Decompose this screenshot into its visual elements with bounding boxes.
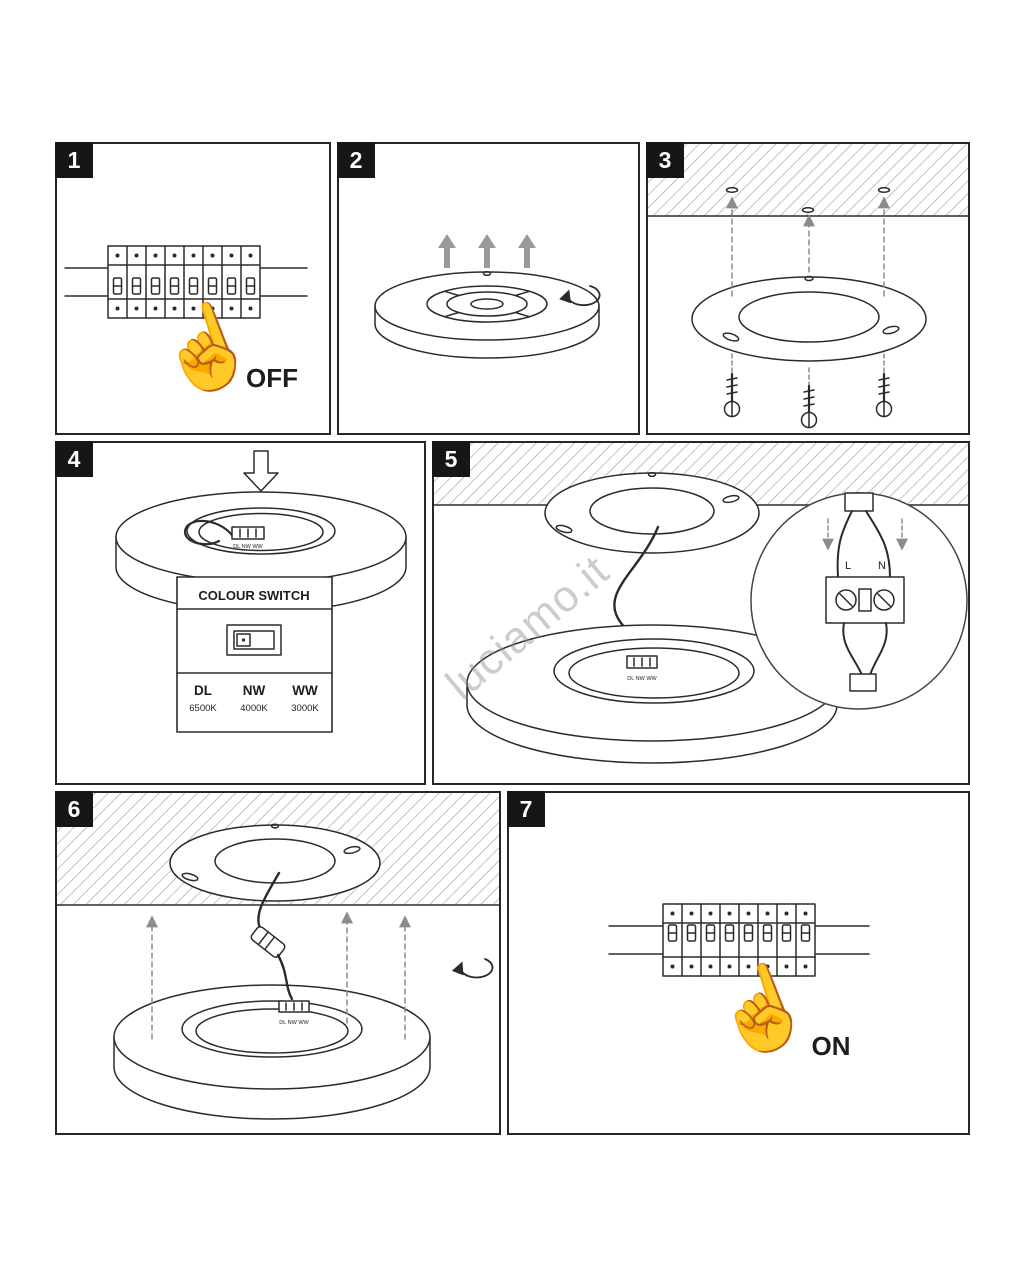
mounting-plate <box>544 471 760 554</box>
breaker-screws <box>115 253 253 311</box>
mounting-plate <box>691 275 927 362</box>
off-label: OFF <box>246 363 298 393</box>
step-1-panel: 1 <box>55 142 331 435</box>
step-number-badge: 1 <box>55 142 93 178</box>
power-cable <box>276 953 294 1001</box>
step-number-badge: 4 <box>55 441 93 477</box>
mode-dl: DL <box>194 683 212 698</box>
step-number-badge: 5 <box>432 441 470 477</box>
inline-connector <box>250 926 286 958</box>
lift-arrows <box>146 911 411 1040</box>
screw <box>723 353 741 418</box>
step-number-badge: 2 <box>337 142 375 178</box>
step-2-panel: 2 <box>337 142 640 435</box>
alignment-arrows <box>726 196 890 297</box>
terminal-block <box>825 576 905 624</box>
breaker-screws <box>670 911 808 969</box>
mode-nw: NW <box>243 683 266 698</box>
colour-switch-connector: DL NW WW <box>278 1000 310 1026</box>
screw <box>800 367 818 429</box>
circuit-breaker <box>608 903 870 977</box>
connector-label: DL NW WW <box>233 544 263 550</box>
breaker-levers-down <box>112 277 256 295</box>
step-3-panel: 3 <box>646 142 970 435</box>
ceiling-hatch <box>648 144 968 216</box>
colour-switch-box: COLOUR SWITCH DL NW WW 6500K 4000K 3000K <box>176 576 333 733</box>
wiring-detail-magnifier: L N <box>750 492 968 710</box>
connector-label: DL NW WW <box>627 676 657 682</box>
cable-clamp-bottom <box>849 673 877 692</box>
step-6-panel: 6 <box>55 791 501 1135</box>
temp-dl: 6500K <box>189 703 217 714</box>
insert-arrows <box>822 518 908 551</box>
down-arrow <box>243 450 279 492</box>
colour-switch-connector: DL NW WW <box>231 526 265 550</box>
colour-switch-title: COLOUR SWITCH <box>198 588 309 603</box>
power-cable <box>257 871 281 930</box>
light-fixture <box>374 270 600 359</box>
colour-switch-connector: DL NW WW <box>626 655 658 682</box>
step-5-panel: 5 <box>432 441 970 785</box>
terminal-l-label: L <box>845 560 851 572</box>
mode-ww: WW <box>292 683 318 698</box>
step-number-badge: 7 <box>507 791 545 827</box>
mounting-plate <box>169 823 381 902</box>
step-4-panel: 4 DL NW WW COLOUR SWITCH <box>55 441 426 785</box>
cable-clamp-top <box>844 492 874 512</box>
ceiling-holes <box>725 187 891 213</box>
up-arrows <box>438 234 536 268</box>
step-number-badge: 3 <box>646 142 684 178</box>
slide-switch <box>226 624 282 656</box>
terminal-n-label: N <box>878 560 886 572</box>
power-cable <box>183 519 234 546</box>
temp-nw: 4000K <box>240 703 268 714</box>
breaker-levers-up <box>667 924 811 942</box>
rotate-arrow <box>451 958 494 979</box>
step-number-badge: 6 <box>55 791 93 827</box>
light-fixture <box>113 984 431 1120</box>
circuit-breaker <box>64 245 308 319</box>
on-label: ON <box>812 1031 851 1061</box>
rotate-arrow <box>559 285 601 307</box>
connector-label: DL NW WW <box>279 1020 309 1026</box>
screw <box>875 353 893 418</box>
temp-ww: 3000K <box>291 703 319 714</box>
step-7-panel: 7 <box>507 791 970 1135</box>
